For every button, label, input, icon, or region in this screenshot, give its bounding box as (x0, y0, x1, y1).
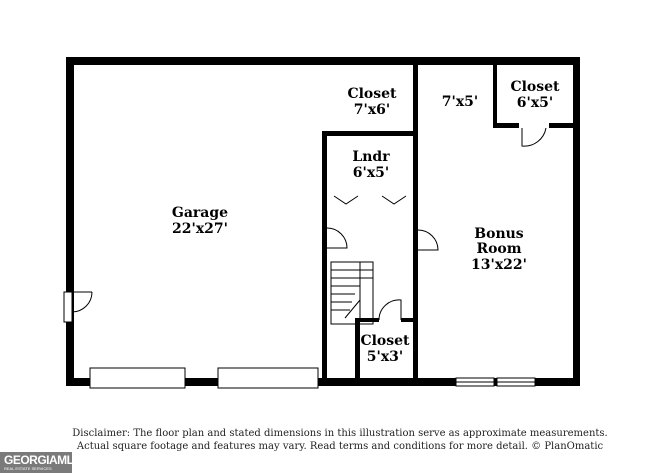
doors (63, 127, 547, 323)
closet-top-name: Closet (347, 86, 397, 102)
closet-bottom-size: 5'x3' (367, 349, 403, 365)
bonus-room-name-1: Bonus (474, 226, 524, 242)
closet-right-name: Closet (510, 79, 560, 95)
stairs (330, 261, 374, 325)
garage-doors (89, 367, 319, 389)
bonus-room-size: 13'x22' (471, 257, 527, 273)
bonus-room-name-2: Room (476, 241, 521, 257)
logo-tagline: REAL ESTATE SERVICES (4, 466, 52, 471)
closet-top-size: 7'x6' (354, 102, 390, 118)
floor-plan: Closet 7'x6' 7'x5' Closet 6'x5' Lndr 6'x… (63, 57, 580, 389)
closet-bottom-name: Closet (360, 333, 410, 349)
garage-size: 22'x27' (172, 221, 228, 237)
logo-name: GEORGIAMLS (4, 453, 82, 467)
hall-size: 7'x5' (442, 94, 478, 110)
bonus-windows (455, 377, 536, 387)
closet-right-size: 6'x5' (517, 95, 553, 111)
outer-walls (66, 57, 580, 386)
laundry-size: 6'x5' (353, 165, 389, 181)
disclaimer-line-2: Actual square footage and features may v… (76, 441, 604, 452)
interior-walls (322, 60, 576, 386)
georgia-mls-logo: GEORGIAMLS REAL ESTATE SERVICES (0, 452, 82, 473)
laundry-name: Lndr (352, 149, 390, 165)
disclaimer-line-1: Disclaimer: The floor plan and stated di… (72, 428, 608, 439)
garage-name: Garage (172, 205, 228, 221)
